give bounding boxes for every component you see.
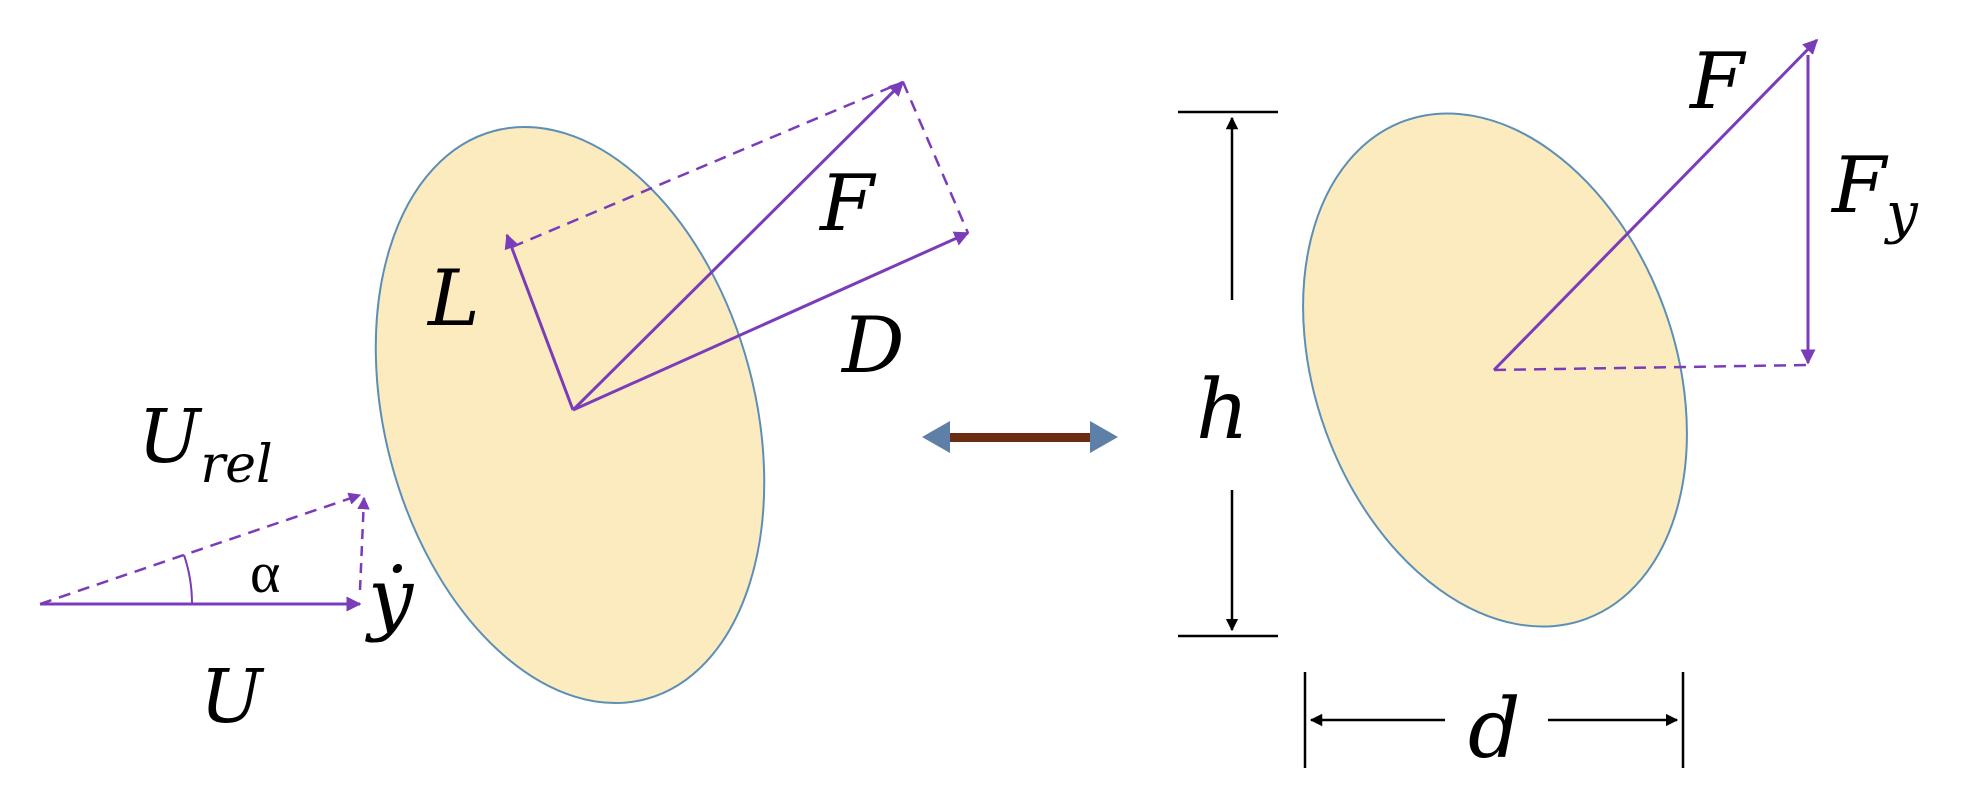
angle-arc — [183, 554, 194, 605]
equivalence-arrow-shaft — [944, 433, 1097, 442]
equivalence-double-arrow — [922, 421, 1118, 453]
resultant-force-arrow — [571, 80, 905, 412]
relative-velocity-dashed-arrow — [39, 492, 362, 606]
drag-arrow — [572, 231, 970, 412]
free-stream-velocity-label: U — [200, 654, 265, 740]
drag-label: D — [840, 301, 905, 391]
height-label: h — [1196, 363, 1249, 458]
equivalence-arrowhead-left — [922, 421, 950, 453]
relative-velocity-label: Urel — [138, 394, 273, 495]
equivalence-arrowhead-right — [1090, 421, 1118, 453]
transverse-force-label: Fy — [1830, 141, 1919, 246]
transverse-velocity-dashed-arrow — [357, 496, 370, 591]
resultant-force-label: F — [818, 159, 877, 249]
left-elliptic-body — [374, 126, 766, 704]
right-horizontal-dashed — [1493, 363, 1809, 372]
angle-label: α — [250, 540, 280, 605]
drag-parallel-dashed — [901, 81, 970, 234]
right-resultant-force-label: F — [1688, 37, 1747, 127]
lift-label: L — [426, 254, 480, 344]
transverse-velocity-label: ẏ — [365, 551, 415, 644]
left-panel: L F D Urel α ẏ U — [39, 80, 970, 740]
right-panel: F Fy h d — [1178, 37, 1919, 777]
width-label: d — [1468, 682, 1521, 777]
right-resultant-force-arrow — [1492, 38, 1819, 372]
lift-arrow — [504, 233, 575, 411]
lift-parallel-dashed — [511, 80, 904, 249]
